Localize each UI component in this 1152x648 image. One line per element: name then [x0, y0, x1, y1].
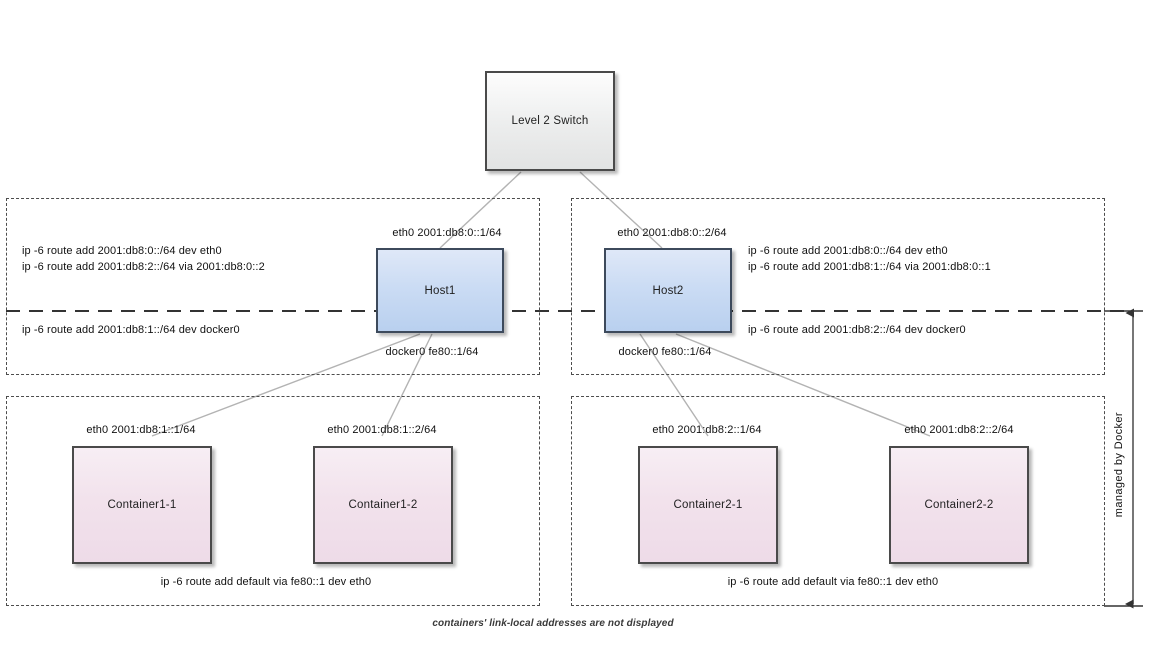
host1-containers-region [6, 396, 540, 606]
container2-2-eth0-label: eth0 2001:db8:2::2/64 [904, 424, 1014, 436]
host2-containers-default-route: ip -6 route add default via fe80::1 dev … [727, 576, 939, 588]
switch-label: Level 2 Switch [511, 115, 589, 127]
host2-routes-above: ip -6 route add 2001:db8:0::/64 dev eth0… [748, 243, 991, 275]
node-container2-2[interactable]: Container2-2 [889, 446, 1029, 564]
node-host1[interactable]: Host1 [376, 248, 504, 333]
container2-2-label: Container2-2 [924, 499, 994, 511]
host2-route-below-1: ip -6 route add 2001:db8:2::/64 dev dock… [748, 324, 966, 336]
host2-routes-below: ip -6 route add 2001:db8:2::/64 dev dock… [748, 322, 966, 338]
node-container2-1[interactable]: Container2-1 [638, 446, 778, 564]
host2-docker0-label: docker0 fe80::1/64 [618, 346, 712, 358]
host1-routes-below: ip -6 route add 2001:db8:1::/64 dev dock… [22, 322, 240, 338]
host2-label: Host2 [652, 284, 684, 297]
host1-route-below-1: ip -6 route add 2001:db8:1::/64 dev dock… [22, 324, 240, 336]
host2-eth0-label: eth0 2001:db8:0::2/64 [617, 227, 727, 239]
container1-2-eth0-label: eth0 2001:db8:1::2/64 [327, 424, 437, 436]
host2-route-above-1: ip -6 route add 2001:db8:0::/64 dev eth0 [748, 245, 948, 257]
managed-by-docker-label: managed by Docker [1113, 412, 1125, 518]
host1-route-above-2: ip -6 route add 2001:db8:2::/64 via 2001… [22, 261, 265, 273]
host1-eth0-label: eth0 2001:db8:0::1/64 [392, 227, 502, 239]
host2-containers-region [571, 396, 1105, 606]
host1-route-above-1: ip -6 route add 2001:db8:0::/64 dev eth0 [22, 245, 222, 257]
node-level-2-switch[interactable]: Level 2 Switch [485, 71, 615, 171]
container2-1-label: Container2-1 [673, 499, 743, 511]
diagram-caption: containers' link-local addresses are not… [432, 618, 674, 629]
host1-label: Host1 [424, 284, 456, 297]
host1-containers-default-route: ip -6 route add default via fe80::1 dev … [160, 576, 372, 588]
node-host2[interactable]: Host2 [604, 248, 732, 333]
container1-2-label: Container1-2 [348, 499, 418, 511]
container1-1-label: Container1-1 [107, 499, 177, 511]
node-container1-2[interactable]: Container1-2 [313, 446, 453, 564]
container1-1-eth0-label: eth0 2001:db8:1::1/64 [86, 424, 196, 436]
host1-region [6, 198, 540, 375]
host2-region [571, 198, 1105, 375]
node-container1-1[interactable]: Container1-1 [72, 446, 212, 564]
host1-docker0-label: docker0 fe80::1/64 [385, 346, 479, 358]
container2-1-eth0-label: eth0 2001:db8:2::1/64 [652, 424, 762, 436]
host2-route-above-2: ip -6 route add 2001:db8:1::/64 via 2001… [748, 261, 991, 273]
host1-routes-above: ip -6 route add 2001:db8:0::/64 dev eth0… [22, 243, 265, 275]
